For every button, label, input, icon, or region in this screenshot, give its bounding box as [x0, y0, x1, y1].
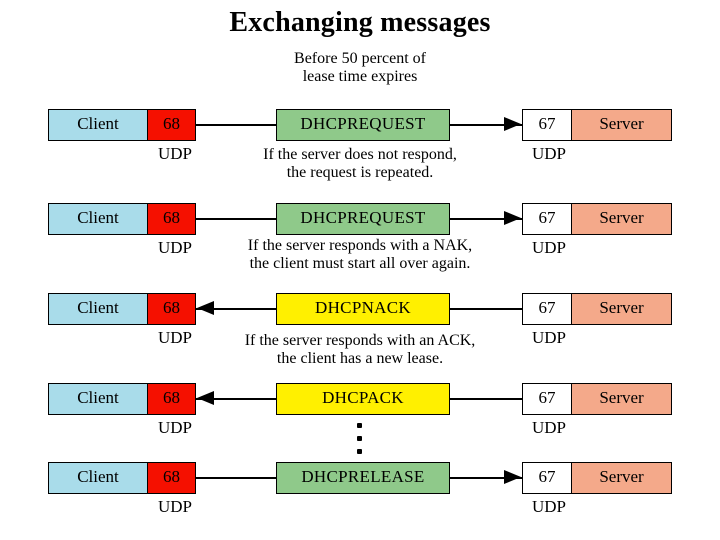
server-port-box[interactable]: 67: [522, 109, 572, 141]
caption-line-1: If the server does not respond,: [263, 146, 457, 163]
udp-label-server: UDP: [531, 418, 566, 437]
caption-line-2: the client must start all over again.: [249, 254, 471, 272]
udp-label-server: UDP: [531, 328, 566, 347]
arrow-left-icon: [197, 301, 214, 315]
connector-line-left: [196, 398, 278, 400]
caption-line-2: the client has a new lease.: [276, 349, 444, 367]
connector-line-left: [196, 124, 278, 126]
udp-label-client: UDP: [157, 328, 192, 347]
message-box[interactable]: DHCPACK: [276, 383, 450, 415]
exchange-row-3: Client 68 DHCPNACK 67 Server: [0, 293, 720, 325]
server-box[interactable]: Server: [571, 383, 672, 415]
udp-label-client: UDP: [157, 497, 192, 516]
message-box[interactable]: DHCPRELEASE: [276, 462, 450, 494]
client-port-box[interactable]: 68: [147, 383, 196, 415]
client-box[interactable]: Client: [48, 383, 148, 415]
udp-label-client: UDP: [157, 144, 192, 163]
client-box[interactable]: Client: [48, 293, 148, 325]
page-title: Exchanging messages: [229, 7, 491, 38]
caption-server-no-respond: If the server does not respond, the requ…: [0, 146, 720, 182]
udp-label-client: UDP: [157, 238, 192, 257]
caption-line-1: Before 50 percent of: [294, 50, 426, 67]
connector-line-right: [449, 398, 524, 400]
client-port-box[interactable]: 68: [147, 462, 196, 494]
connector-line-left: [196, 218, 278, 220]
connector-line-right: [449, 218, 524, 220]
connector-line-right: [449, 477, 524, 479]
message-box[interactable]: DHCPNACK: [276, 293, 450, 325]
client-box[interactable]: Client: [48, 203, 148, 235]
server-box[interactable]: Server: [571, 109, 672, 141]
ellipsis-dot: [356, 436, 362, 441]
udp-label-server: UDP: [531, 497, 566, 516]
exchange-row-2: Client 68 DHCPREQUEST 67 Server: [0, 203, 720, 235]
ellipsis-dot: [356, 423, 362, 428]
caption-server-nak: If the server responds with a NAK, the c…: [0, 237, 720, 273]
caption-line-1: If the server responds with a NAK,: [247, 237, 473, 254]
arrow-right-icon: [504, 211, 521, 225]
exchange-row-1: Client 68 DHCPREQUEST 67 Server: [0, 109, 720, 141]
client-port-box[interactable]: 68: [147, 109, 196, 141]
arrow-right-icon: [504, 117, 521, 131]
vertical-ellipsis-icon: [352, 423, 366, 454]
caption-line-2: lease time expires: [302, 67, 418, 85]
server-port-box[interactable]: 67: [522, 462, 572, 494]
message-box[interactable]: DHCPREQUEST: [276, 203, 450, 235]
client-port-box[interactable]: 68: [147, 293, 196, 325]
ellipsis-dot: [356, 449, 362, 454]
connector-line-right: [449, 308, 524, 310]
udp-label-client: UDP: [157, 418, 192, 437]
server-port-box[interactable]: 67: [522, 293, 572, 325]
client-box[interactable]: Client: [48, 462, 148, 494]
arrow-right-icon: [504, 470, 521, 484]
caption-before-50-percent: Before 50 percent of lease time expires: [0, 50, 720, 86]
exchange-row-5: Client 68 DHCPRELEASE 67 Server: [0, 462, 720, 494]
arrow-left-icon: [197, 391, 214, 405]
exchange-row-4: Client 68 DHCPACK 67 Server: [0, 383, 720, 415]
client-box[interactable]: Client: [48, 109, 148, 141]
connector-line-right: [449, 124, 524, 126]
client-port-box[interactable]: 68: [147, 203, 196, 235]
udp-label-server: UDP: [531, 238, 566, 257]
server-box[interactable]: Server: [571, 203, 672, 235]
message-box[interactable]: DHCPREQUEST: [276, 109, 450, 141]
server-box[interactable]: Server: [571, 462, 672, 494]
caption-line-2: the request is repeated.: [286, 163, 434, 181]
caption-line-1: If the server responds with an ACK,: [244, 332, 476, 349]
caption-server-ack: If the server responds with an ACK, the …: [0, 332, 720, 368]
server-box[interactable]: Server: [571, 293, 672, 325]
udp-label-server: UDP: [531, 144, 566, 163]
server-port-box[interactable]: 67: [522, 203, 572, 235]
connector-line-left: [196, 477, 278, 479]
connector-line-left: [196, 308, 278, 310]
server-port-box[interactable]: 67: [522, 383, 572, 415]
